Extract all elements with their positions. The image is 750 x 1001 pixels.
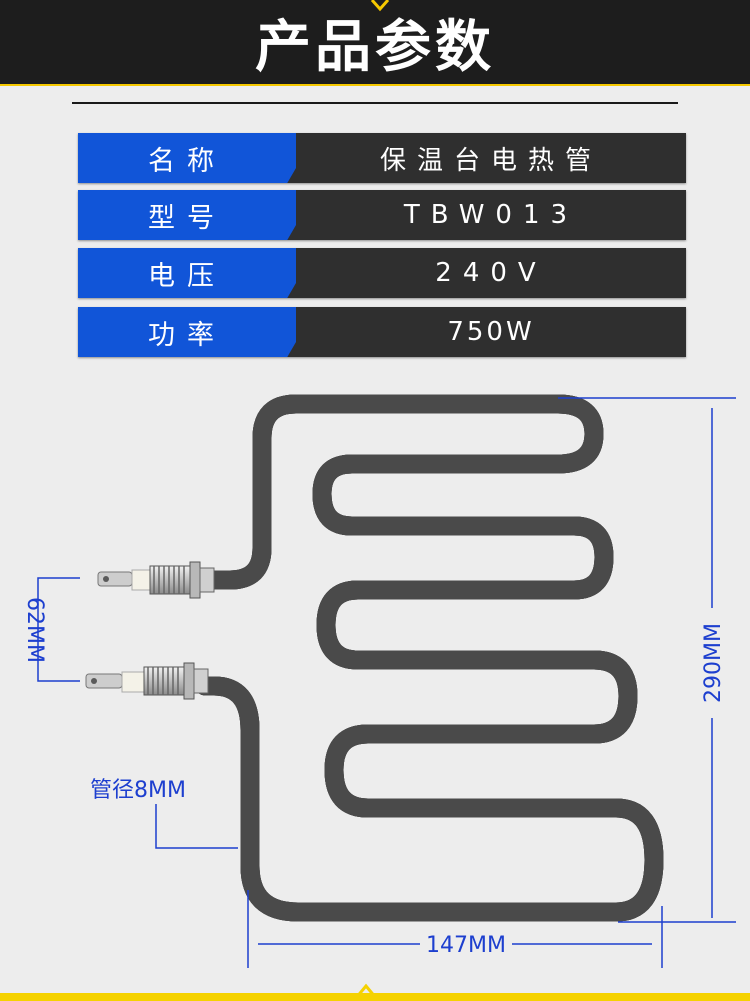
top-notch-marker (370, 0, 390, 12)
spec-row-power: 功率 750W (78, 307, 686, 357)
lower-terminal (85, 662, 209, 700)
label-width: 147MM (426, 933, 506, 958)
bottom-accent-line (0, 993, 750, 1001)
header-divider (72, 102, 678, 104)
spec-row-model: 型号 TBW013 (78, 190, 686, 240)
dimension-62mm (37, 577, 80, 682)
spec-value-voltage: 240V (435, 258, 547, 288)
page-title: 产品参数 (255, 14, 495, 80)
spec-label-name: 名称 (78, 133, 296, 183)
spec-label-model: 型号 (78, 190, 296, 240)
label-tube-diameter: 管径8MM (90, 778, 186, 803)
label-height: 290MM (701, 623, 726, 703)
dimension-290mm (558, 397, 736, 923)
spec-value-power: 750W (447, 317, 535, 347)
spec-row-voltage: 电压 240V (78, 248, 686, 298)
spec-value-model: TBW013 (403, 200, 579, 230)
spec-value-name: 保温台电热管 (379, 145, 602, 176)
label-terminal-spacing: 62MM (22, 597, 47, 663)
dimension-147mm (247, 890, 663, 968)
spec-row-name: 名称 保温台电热管 (78, 133, 686, 183)
tube-diameter-leader (155, 804, 238, 849)
title-banner: 产品参数 (0, 0, 750, 86)
spec-label-voltage: 电压 (78, 248, 296, 298)
heating-tube (195, 394, 664, 922)
spec-label-power: 功率 (78, 307, 296, 357)
upper-terminal (97, 561, 215, 599)
